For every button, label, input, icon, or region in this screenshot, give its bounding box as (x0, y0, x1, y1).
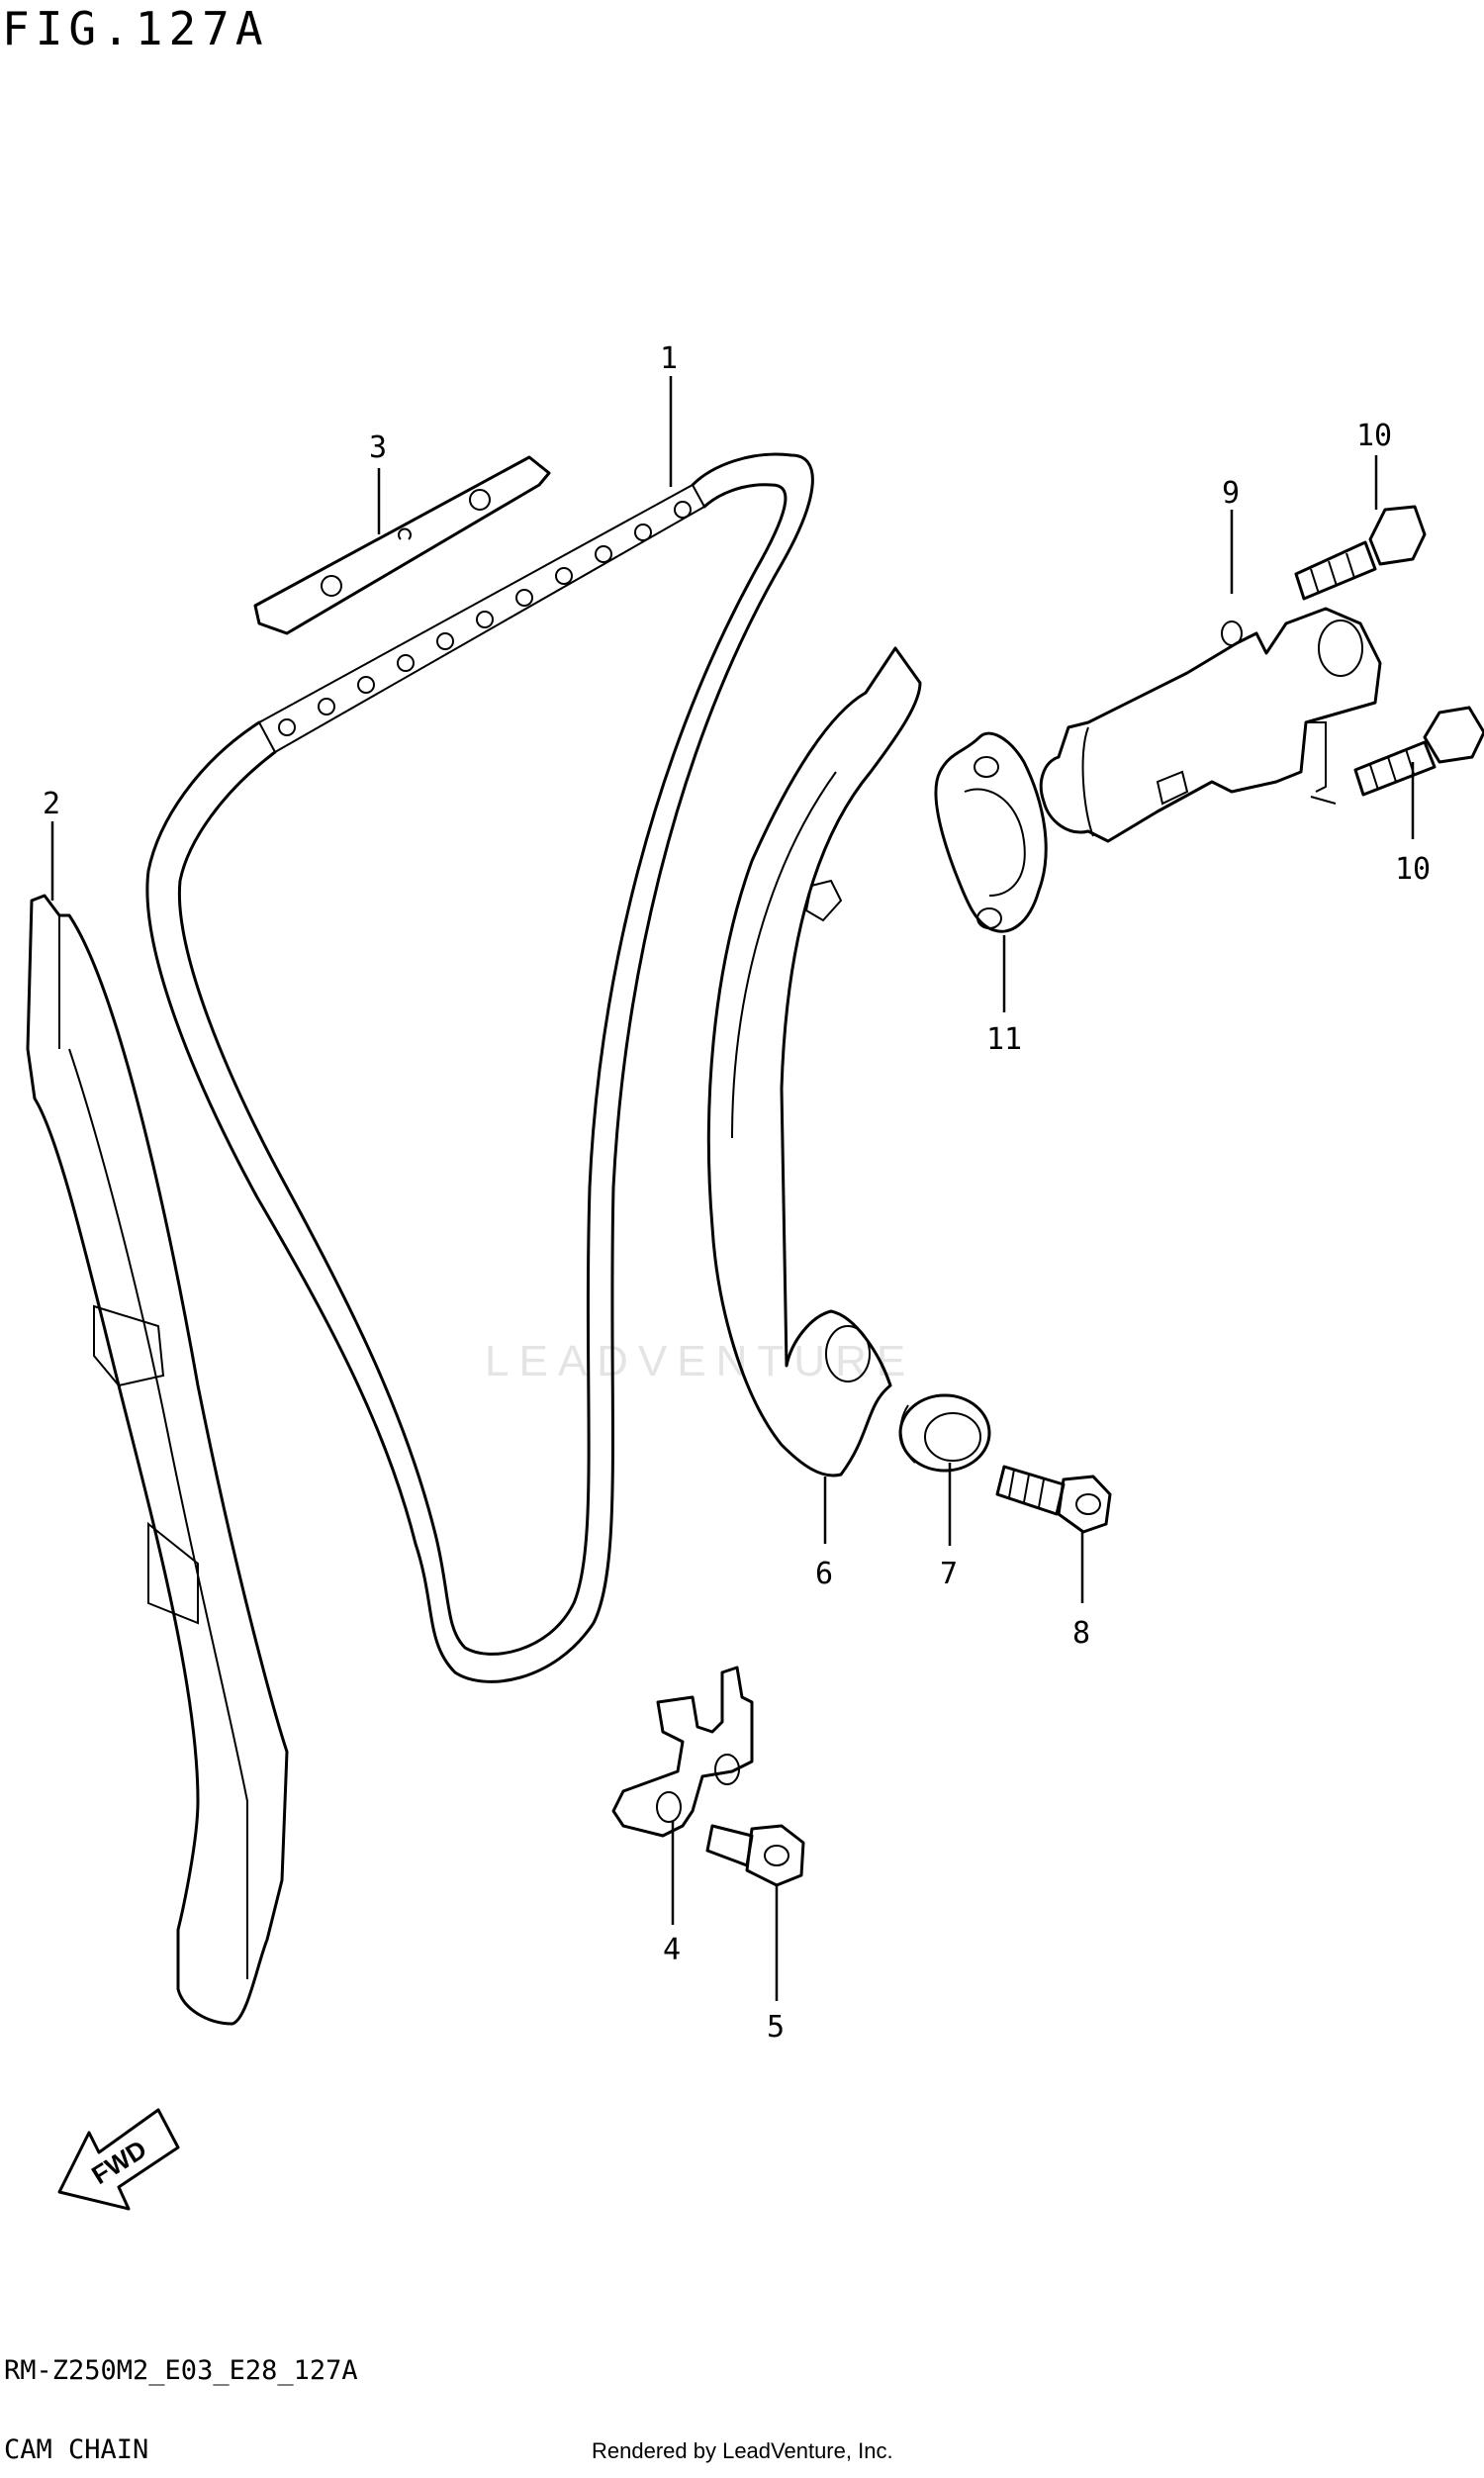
bolt-10-top[interactable] (1294, 505, 1427, 601)
cam-chain[interactable] (145, 452, 814, 1683)
callout-4: 4 (663, 1933, 681, 1967)
figure-title: FIG.127A (2, 2, 269, 55)
bolt-10-bottom[interactable] (1353, 706, 1484, 797)
chain-guide-left[interactable] (26, 894, 289, 2026)
fwd-label: FWD (86, 2134, 151, 2190)
bracket[interactable] (611, 1666, 754, 1838)
model-code: RM-Z250M2_E03_E28_127A (4, 2355, 358, 2386)
cam-chain-tensioner[interactable] (1039, 607, 1382, 843)
callout-3: 3 (369, 430, 387, 465)
callout-labels: 1 2 3 4 5 6 7 8 9 10 10 11 (43, 341, 1431, 2045)
callout-1: 1 (660, 341, 678, 376)
callout-8: 8 (1072, 1616, 1090, 1651)
callout-5: 5 (767, 2010, 785, 2045)
tensioner-gasket[interactable] (934, 731, 1048, 933)
rendered-by-credit: Rendered by LeadVenture, Inc. (592, 2438, 893, 2463)
callout-2: 2 (43, 787, 60, 821)
callout-11: 11 (986, 1022, 1022, 1057)
chain-guide-top[interactable] (253, 455, 551, 635)
section-name: CAM CHAIN (4, 2434, 149, 2465)
fwd-arrow-icon: FWD (57, 2108, 180, 2211)
watermark: LEADVENTURE (485, 1337, 915, 1385)
chain-links (257, 483, 706, 754)
callout-9: 9 (1222, 476, 1240, 511)
callout-10-top: 10 (1356, 419, 1392, 453)
chain-tensioner-guide[interactable] (706, 646, 922, 1477)
callout-7: 7 (940, 1557, 958, 1591)
callout-6: 6 (815, 1557, 833, 1591)
bolt-8[interactable] (995, 1465, 1112, 1534)
bolt-5[interactable] (705, 1824, 805, 1887)
callout-10-bottom: 10 (1395, 852, 1431, 887)
leader-lines (50, 376, 1415, 2001)
collar-washer[interactable] (898, 1393, 991, 1473)
